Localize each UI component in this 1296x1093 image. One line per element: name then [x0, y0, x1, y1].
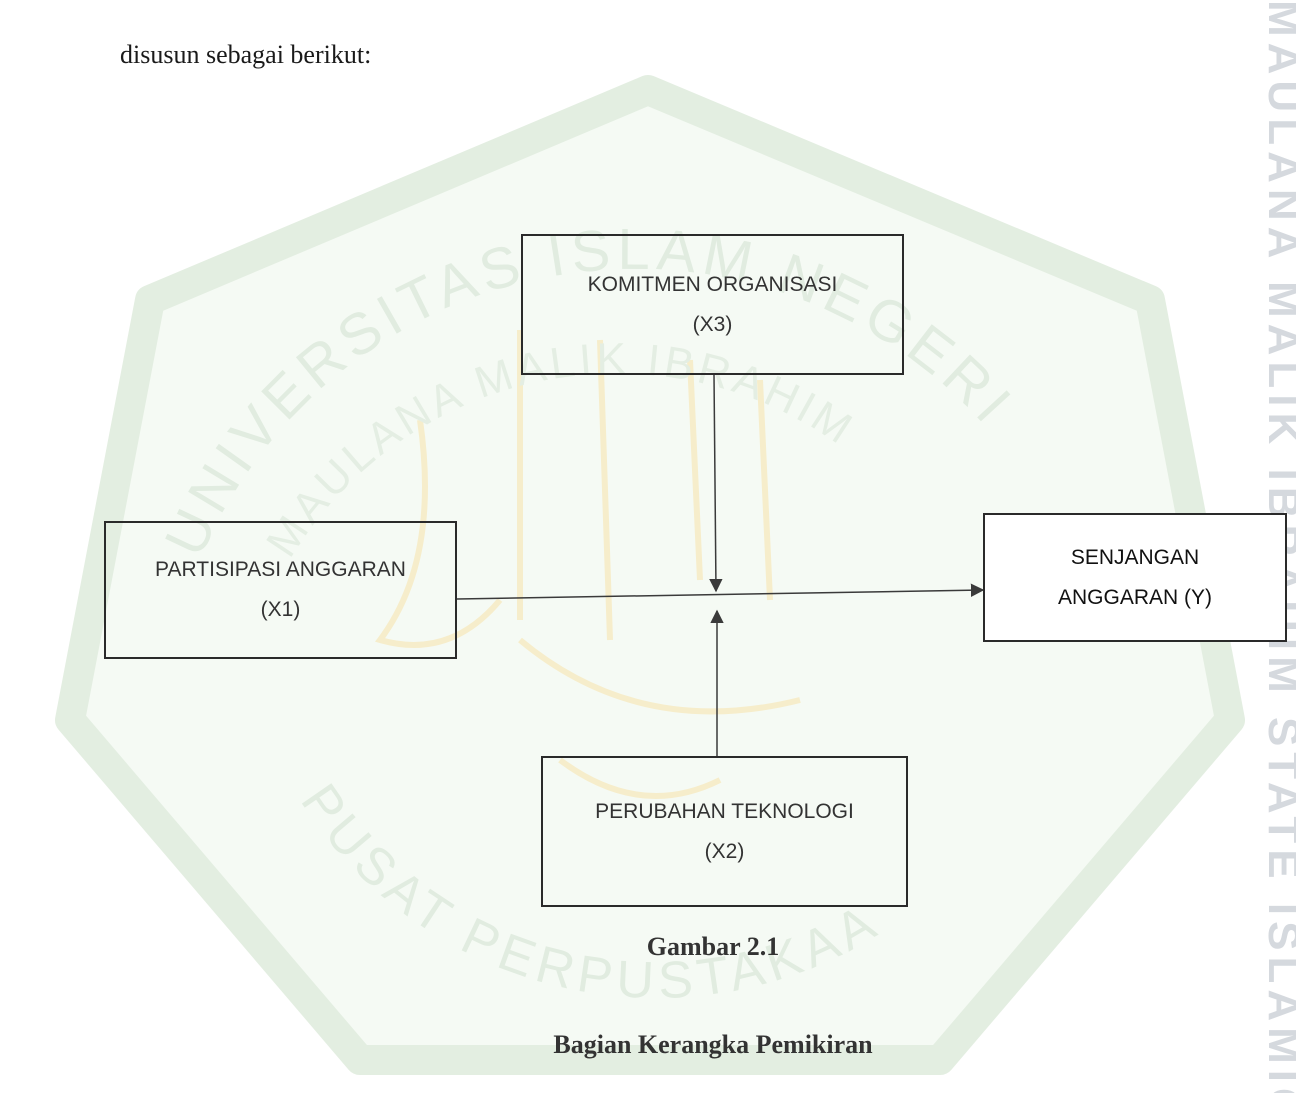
- box-senjangan-anggaran: SENJANGAN ANGGARAN (Y): [983, 513, 1287, 642]
- box-partisipasi-anggaran: PARTISIPASI ANGGARAN (X1): [104, 521, 457, 659]
- box-x3-label: KOMITMEN ORGANISASI: [587, 272, 838, 296]
- box-x1-code: (X1): [260, 598, 301, 621]
- box-x1-label: PARTISIPASI ANGGARAN: [155, 558, 406, 581]
- figure-number: Gambar 2.1: [646, 932, 780, 961]
- box-perubahan-teknologi: PERUBAHAN TEKNOLOGI (X2): [541, 756, 908, 907]
- box-x2-code: (X2): [704, 839, 745, 863]
- intro-text: disusun sebagai berikut:: [120, 40, 372, 69]
- box-y-label: SENJANGAN: [1070, 545, 1200, 569]
- watermark-calligraphy: [374, 330, 801, 799]
- watermark-seal-outline: [55, 75, 1245, 1075]
- arrow-x1-to-y: [456, 583, 985, 600]
- box-y-code: ANGGARAN (Y): [1057, 585, 1212, 609]
- figure-title: Bagian Kerangka Pemikiran: [553, 1030, 873, 1059]
- box-komitmen-organisasi: KOMITMEN ORGANISASI (X3): [521, 234, 904, 375]
- arrow-x3-moderation: [709, 374, 723, 593]
- box-x2-label: PERUBAHAN TEKNOLOGI: [595, 799, 854, 823]
- box-x3-code: (X3): [692, 312, 733, 336]
